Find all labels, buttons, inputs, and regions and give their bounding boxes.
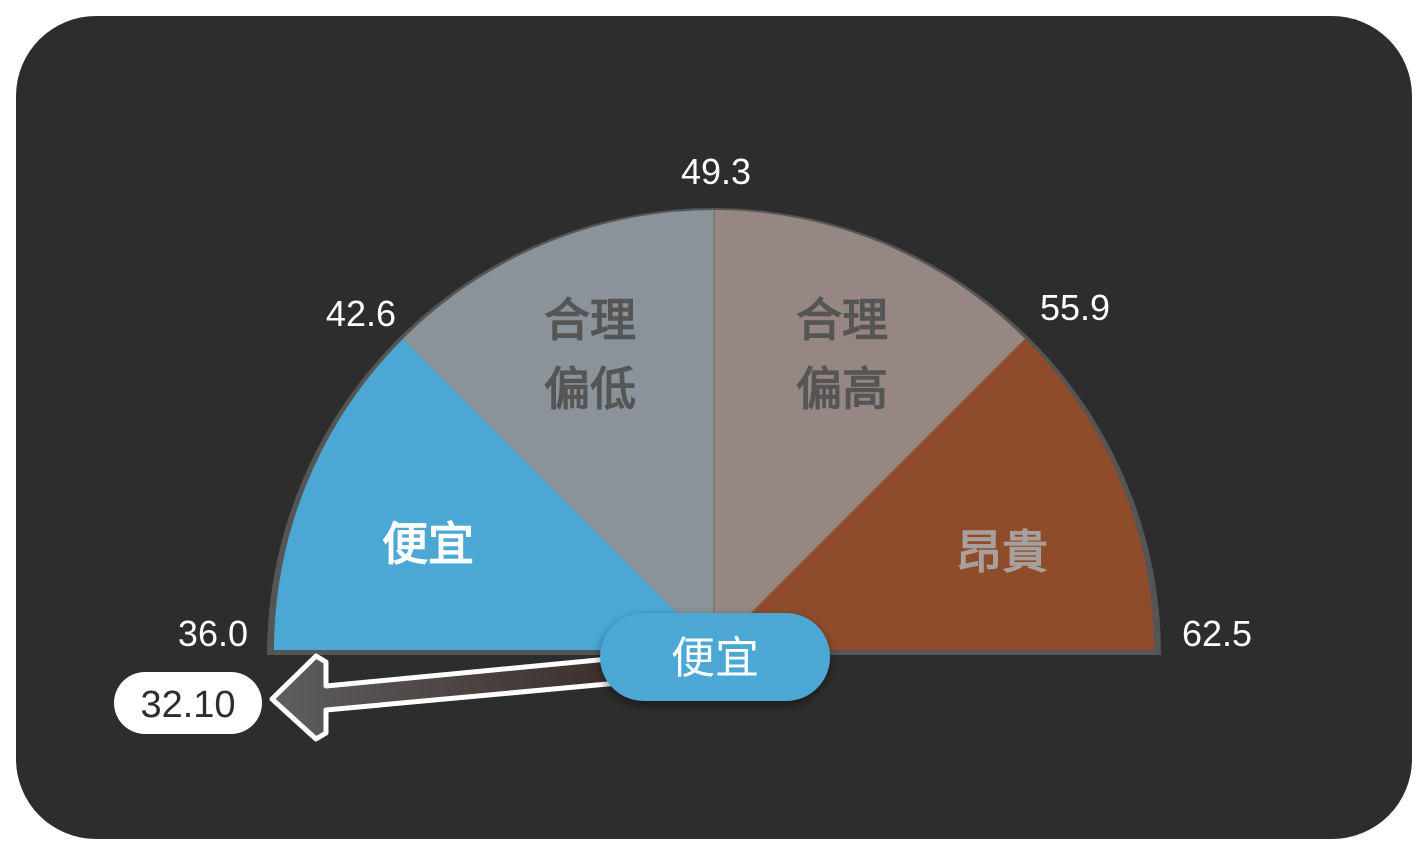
segment-label-expensive: 昂貴 [956,525,1048,579]
current-value-label: 32.10 [140,684,235,726]
status-pill-label: 便宜 [671,633,759,684]
tick-label-42-6: 42.6 [326,293,396,334]
pointer-arrow-icon [269,653,643,742]
segment-label-fair-high-line1: 合理 [796,293,888,347]
segment-label-fair-low-line1: 合理 [544,293,636,347]
status-pill [600,613,830,701]
tick-label-max: 62.5 [1182,613,1252,654]
tick-label-min: 36.0 [178,613,248,654]
segment-label-cheap: 便宜 [382,517,474,571]
segment-fair-high [714,210,1026,650]
segment-label-fair-low-line2: 偏低 [544,362,636,416]
tick-label-55-9: 55.9 [1040,287,1110,328]
segment-expensive [714,338,1154,650]
segment-label-fair-high-line2: 偏高 [796,362,888,416]
current-value-pill: 32.10 [114,672,262,734]
tick-label-49-3: 49.3 [681,151,751,192]
segment-fair-low [402,210,714,650]
segment-cheap [274,338,714,650]
